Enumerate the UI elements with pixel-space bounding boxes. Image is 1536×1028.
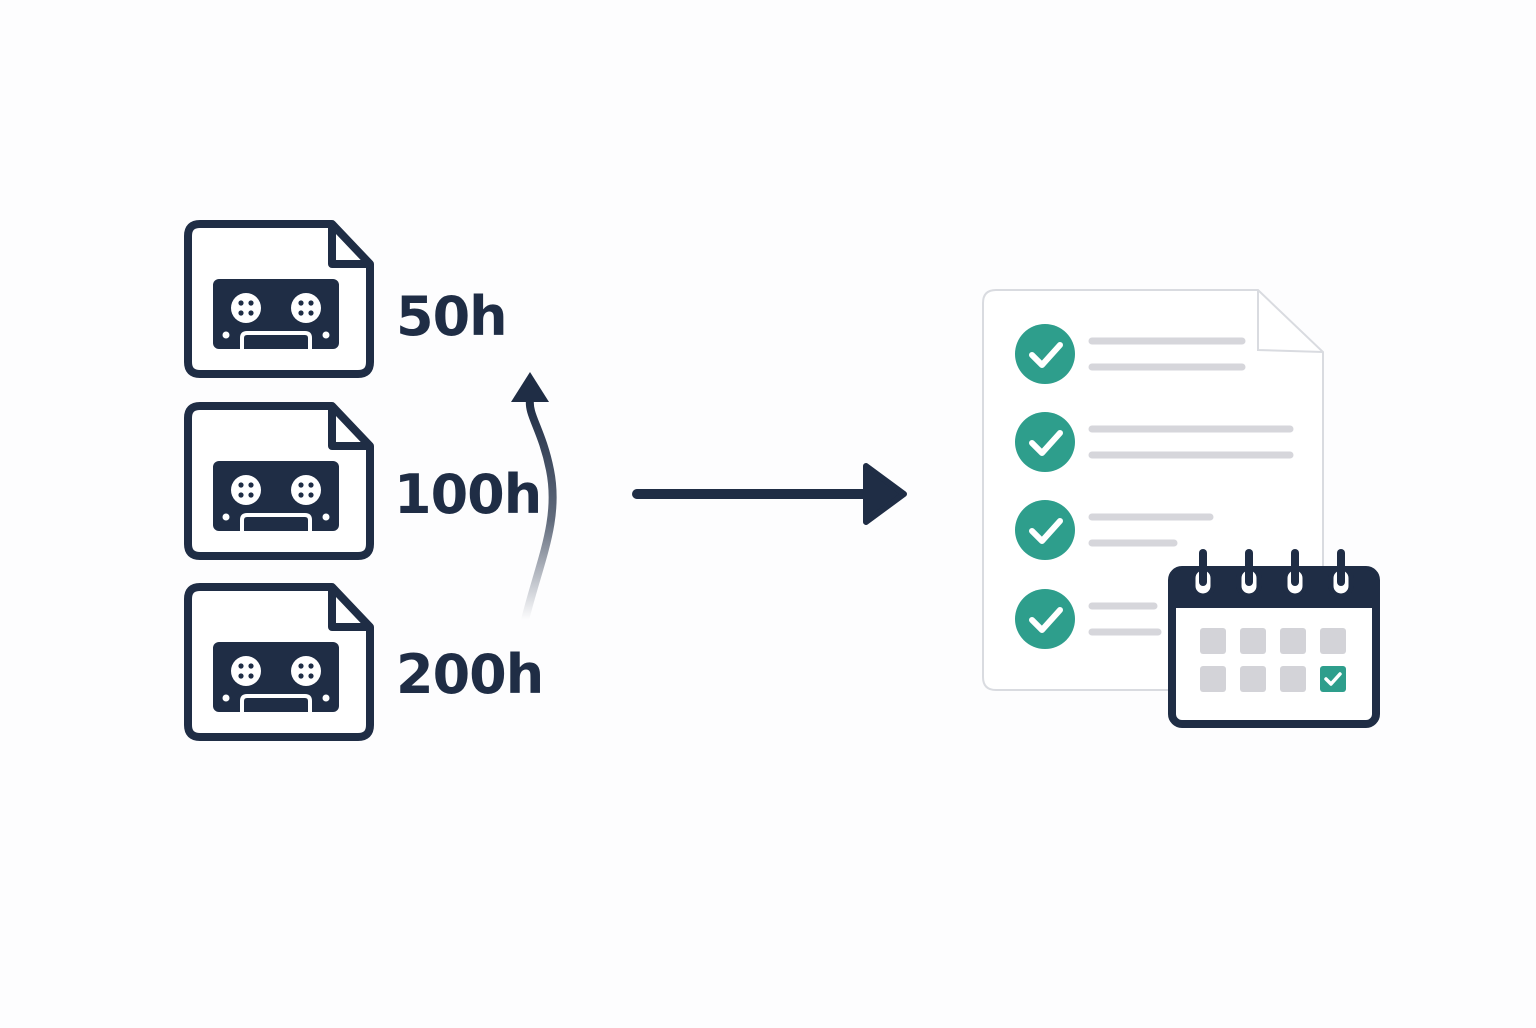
calendar-cell [1240,628,1266,654]
checklist-item [1015,500,1214,560]
cassette-file-icon [184,402,374,560]
check-circle-icon [1015,589,1075,649]
right-arrow-icon [632,463,907,525]
calendar-cell-checked [1320,666,1346,692]
calendar-icon [1168,549,1380,728]
checklist-item [1015,324,1246,384]
checklist-item [1015,412,1294,472]
calendar-ring [1190,549,1216,599]
source-files [184,220,374,741]
check-circle-icon [1015,412,1075,472]
checklist-item [1015,589,1162,649]
calendar-cell [1280,666,1306,692]
source-label-50h: 50h [396,285,508,348]
check-icon [1324,672,1342,686]
calendar-cell [1320,628,1346,654]
curved-up-arrow-icon [511,372,557,624]
source-label-200h: 200h [396,643,544,706]
calendar-ring [1236,549,1262,599]
checklist [1015,324,1294,649]
cassette-file-icon [184,583,374,741]
calendar-cell [1240,666,1266,692]
check-circle-icon [1015,324,1075,384]
calendar-rings [1190,549,1354,599]
check-circle-icon [1015,500,1075,560]
calendar-cell [1200,666,1226,692]
cassette-file-icon [184,220,374,378]
calendar-cell [1280,628,1306,654]
source-label-100h: 100h [394,463,542,526]
calendar-ring [1328,549,1354,599]
calendar-grid [1200,628,1346,692]
calendar-cell [1200,628,1226,654]
calendar-ring [1282,549,1308,599]
